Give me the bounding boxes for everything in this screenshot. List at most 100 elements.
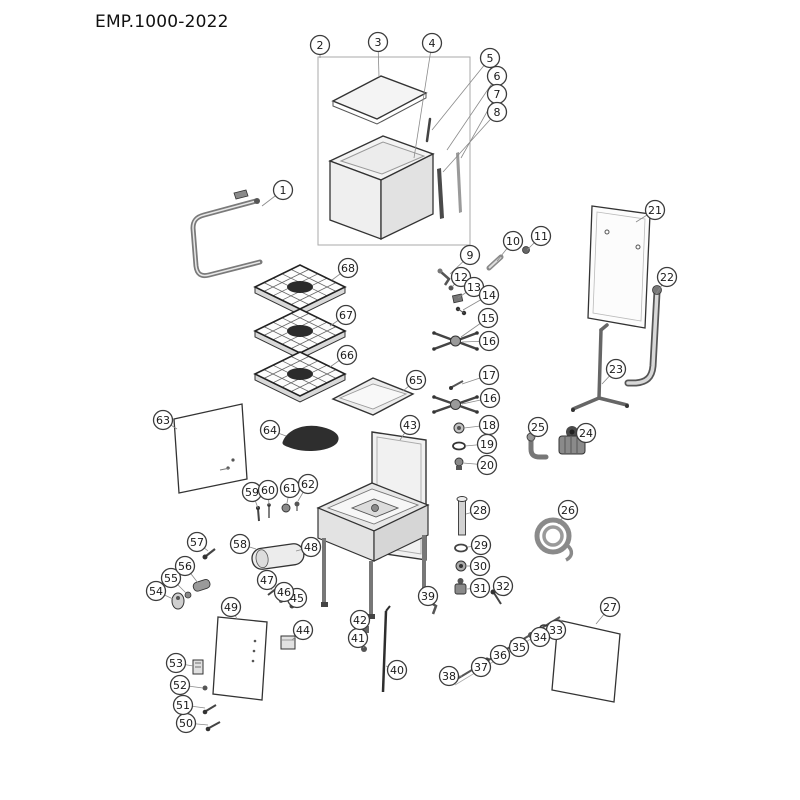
part-balloon-3: 3 [367, 31, 389, 78]
svg-text:39: 39 [421, 590, 435, 603]
part-balloon-38: 38 [438, 665, 462, 687]
part-balloon-47: 47 [256, 569, 278, 591]
svg-text:2: 2 [317, 39, 324, 52]
svg-text:41: 41 [351, 632, 365, 645]
svg-text:11: 11 [534, 230, 548, 243]
part-balloon-34: 34 [529, 626, 551, 648]
svg-text:55: 55 [164, 572, 178, 585]
svg-text:7: 7 [494, 88, 501, 101]
svg-text:66: 66 [340, 349, 354, 362]
bottom-right-panel [551, 619, 621, 703]
svg-text:31: 31 [473, 582, 487, 595]
svg-text:14: 14 [482, 289, 496, 302]
support-stand [571, 323, 629, 412]
part-balloon-32: 32 [492, 575, 514, 597]
svg-text:1: 1 [280, 184, 287, 197]
part-balloon-53: 53 [165, 652, 194, 674]
part-balloon-20: 20 [462, 454, 498, 476]
svg-text:4: 4 [429, 37, 436, 50]
part-balloon-51: 51 [172, 694, 206, 716]
svg-text:29: 29 [474, 539, 488, 552]
svg-text:33: 33 [549, 624, 563, 637]
svg-text:18: 18 [482, 419, 496, 432]
svg-text:65: 65 [409, 374, 423, 387]
part-balloon-19: 19 [464, 433, 498, 455]
part-balloon-13: 13 [457, 276, 485, 299]
svg-text:34: 34 [533, 631, 547, 644]
part-balloon-5: 5 [431, 47, 501, 131]
part-balloon-10: 10 [496, 230, 524, 262]
svg-text:46: 46 [277, 586, 291, 599]
part-balloon-33: 33 [545, 619, 567, 641]
svg-text:52: 52 [173, 679, 187, 692]
part-balloon-39: 39 [417, 585, 439, 607]
svg-text:57: 57 [190, 536, 204, 549]
part-balloon-41: 41 [347, 627, 369, 649]
part-balloon-43: 43 [399, 414, 421, 441]
dish-rack-68 [254, 264, 346, 316]
rear-panel [587, 205, 651, 329]
part-balloon-55: 55 [160, 567, 187, 594]
part-balloon-1: 1 [261, 179, 294, 207]
part-balloon-68: 68 [331, 257, 359, 281]
part-balloon-15: 15 [460, 307, 499, 338]
spray-arm-lower [432, 395, 479, 414]
part-balloon-50: 50 [175, 712, 209, 734]
part-balloon-57: 57 [186, 531, 209, 553]
part-balloon-59: 59 [241, 481, 263, 509]
part-balloon-56: 56 [174, 555, 199, 584]
svg-text:56: 56 [178, 560, 192, 573]
part-balloon-22: 22 [655, 266, 678, 295]
overflow-pipe [425, 117, 432, 143]
svg-text:35: 35 [512, 641, 526, 654]
svg-text:17: 17 [482, 369, 496, 382]
part-balloon-18: 18 [463, 414, 500, 436]
svg-text:23: 23 [609, 363, 623, 376]
part-balloon-21: 21 [635, 199, 666, 223]
svg-text:50: 50 [179, 717, 193, 730]
part-balloon-30: 30 [467, 555, 491, 577]
dish-rack-66 [254, 351, 346, 403]
coiled-hose [534, 517, 574, 562]
part-balloon-62: 62 [297, 473, 319, 502]
svg-text:43: 43 [403, 419, 417, 432]
part-balloon-8: 8 [442, 101, 508, 173]
svg-text:13: 13 [467, 281, 481, 294]
svg-text:38: 38 [442, 670, 456, 683]
part-balloon-11: 11 [526, 225, 552, 251]
part-balloon-17: 17 [461, 364, 500, 386]
svg-text:62: 62 [301, 478, 315, 491]
svg-text:25: 25 [531, 421, 545, 434]
part-balloon-58: 58 [229, 533, 257, 555]
curved-mat [282, 425, 339, 451]
left-small-parts [171, 548, 216, 610]
svg-text:63: 63 [156, 414, 170, 427]
part-balloon-25: 25 [527, 416, 549, 442]
svg-text:42: 42 [353, 614, 367, 627]
part-balloon-37: 37 [470, 656, 492, 678]
part-balloon-4: 4 [413, 32, 443, 159]
part-balloon-66: 66 [329, 344, 358, 368]
svg-text:28: 28 [473, 504, 487, 517]
svg-text:16: 16 [482, 335, 496, 348]
standpipe-and-seals [454, 496, 502, 605]
heater-strips [437, 152, 462, 219]
part-balloon-23: 23 [601, 358, 627, 385]
svg-text:19: 19 [480, 438, 494, 451]
front-panel [212, 616, 268, 701]
tank-lid [331, 75, 428, 125]
part-balloon-64: 64 [259, 419, 287, 441]
part-balloon-14: 14 [462, 284, 500, 311]
svg-text:22: 22 [660, 271, 674, 284]
spray-arm-pin [449, 380, 464, 390]
svg-text:64: 64 [263, 424, 277, 437]
tank-body [328, 135, 435, 241]
svg-text:68: 68 [341, 262, 355, 275]
svg-text:6: 6 [494, 70, 501, 83]
small-fittings [437, 246, 530, 316]
svg-text:20: 20 [480, 459, 494, 472]
part-balloon-46: 46 [273, 581, 295, 603]
part-balloon-49: 49 [220, 596, 242, 620]
